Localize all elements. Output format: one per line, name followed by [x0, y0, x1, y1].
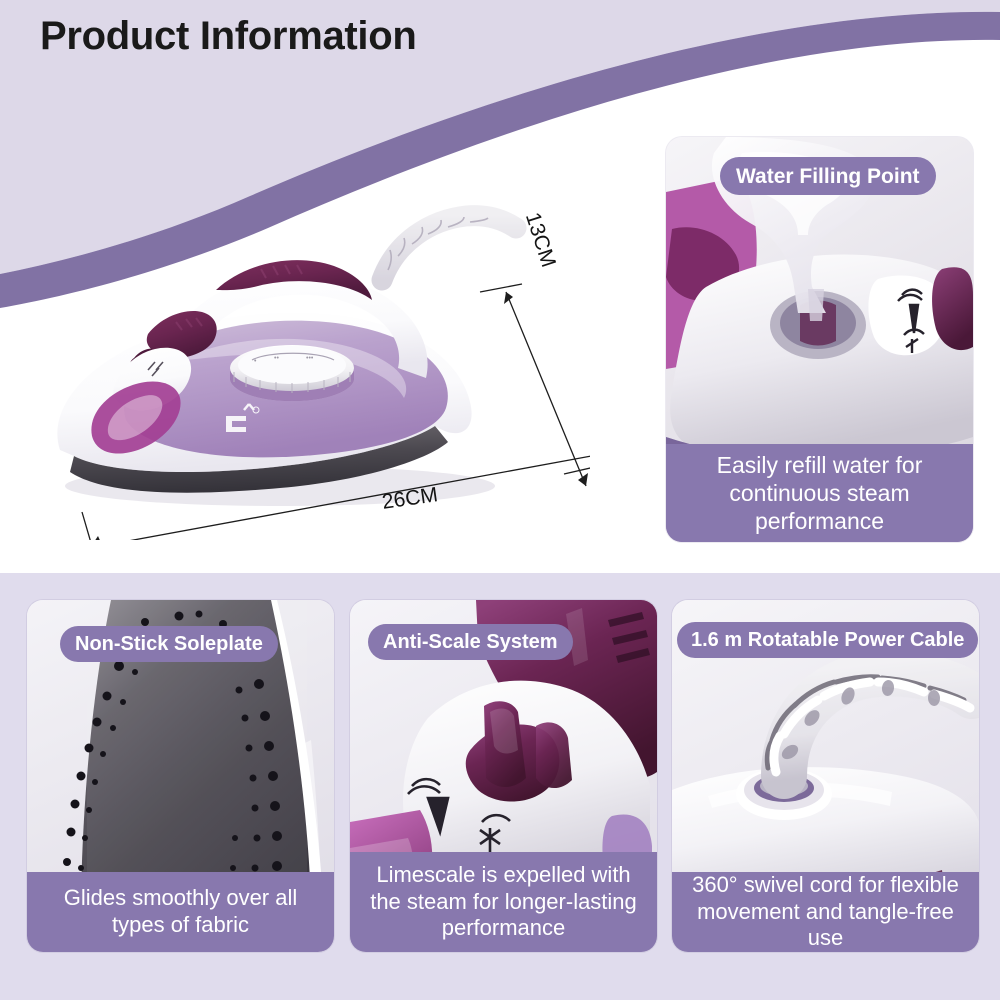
svg-text:•: • [254, 358, 257, 365]
feature-card-water-filling-point[interactable]: Water Filling Point Easily refill water … [666, 137, 973, 542]
svg-text:•••: ••• [306, 355, 314, 362]
card-caption-anti-scale-system: Limescale is expelled with the steam for… [350, 852, 657, 952]
card-caption-non-stick-soleplate: Glides smoothly over all types of fabric [27, 872, 334, 952]
feature-card-rotatable-power-cable[interactable]: 1.6 m Rotatable Power Cable 360° swivel … [672, 600, 979, 952]
card-badge-rotatable-power-cable: 1.6 m Rotatable Power Cable [677, 622, 979, 658]
card-badge-non-stick-soleplate: Non-Stick Soleplate [60, 626, 278, 662]
feature-card-anti-scale-system[interactable]: Anti-Scale System Limescale is expelled … [350, 600, 657, 952]
card-caption-rotatable-power-cable: 360° swivel cord for flexible movement a… [672, 872, 979, 952]
hero-section: Product Information [0, 0, 1000, 542]
feature-card-non-stick-soleplate[interactable]: Non-Stick Soleplate Glides smoothly over… [27, 600, 334, 952]
card-caption-water-filling-point: Easily refill water for continuous steam… [666, 444, 973, 542]
card-badge-water-filling-point: Water Filling Point [720, 157, 936, 195]
page-title: Product Information [40, 14, 417, 58]
product-image-steam-iron: • •• ••• [30, 120, 590, 540]
card-badge-anti-scale-system: Anti-Scale System [368, 624, 573, 660]
svg-text:••: •• [274, 355, 279, 362]
